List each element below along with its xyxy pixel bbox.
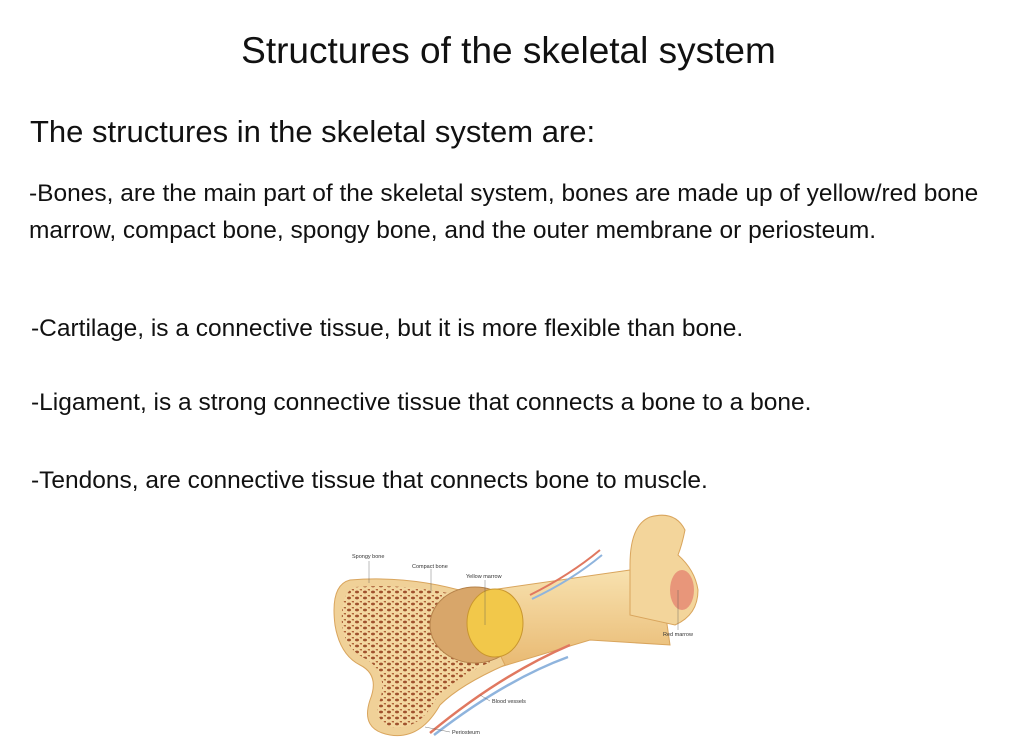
label-red-marrow: Red marrow [663, 632, 693, 638]
label-spongy-bone: Spongy bone [352, 554, 384, 560]
label-blood-vessels: Blood vessels [492, 699, 526, 705]
label-compact-bone: Compact bone [412, 564, 448, 570]
red-marrow-region [670, 570, 694, 610]
paragraph-ligament: -Ligament, is a strong connective tissue… [31, 389, 812, 416]
bone-diagram: Spongy bone Compact bone Yellow marrow R… [333, 514, 699, 737]
label-yellow-marrow: Yellow marrow [466, 574, 502, 580]
paragraph-cartilage: -Cartilage, is a connective tissue, but … [31, 315, 744, 342]
paragraph-bones: -Bones, are the main part of the skeleta… [29, 180, 979, 244]
paragraph-tendons: -Tendons, are connective tissue that con… [31, 467, 708, 494]
slide-heading: The structures in the skeletal system ar… [30, 114, 596, 149]
slide-title: Structures of the skeletal system [241, 30, 776, 71]
label-periosteum: Periosteum [452, 730, 480, 736]
